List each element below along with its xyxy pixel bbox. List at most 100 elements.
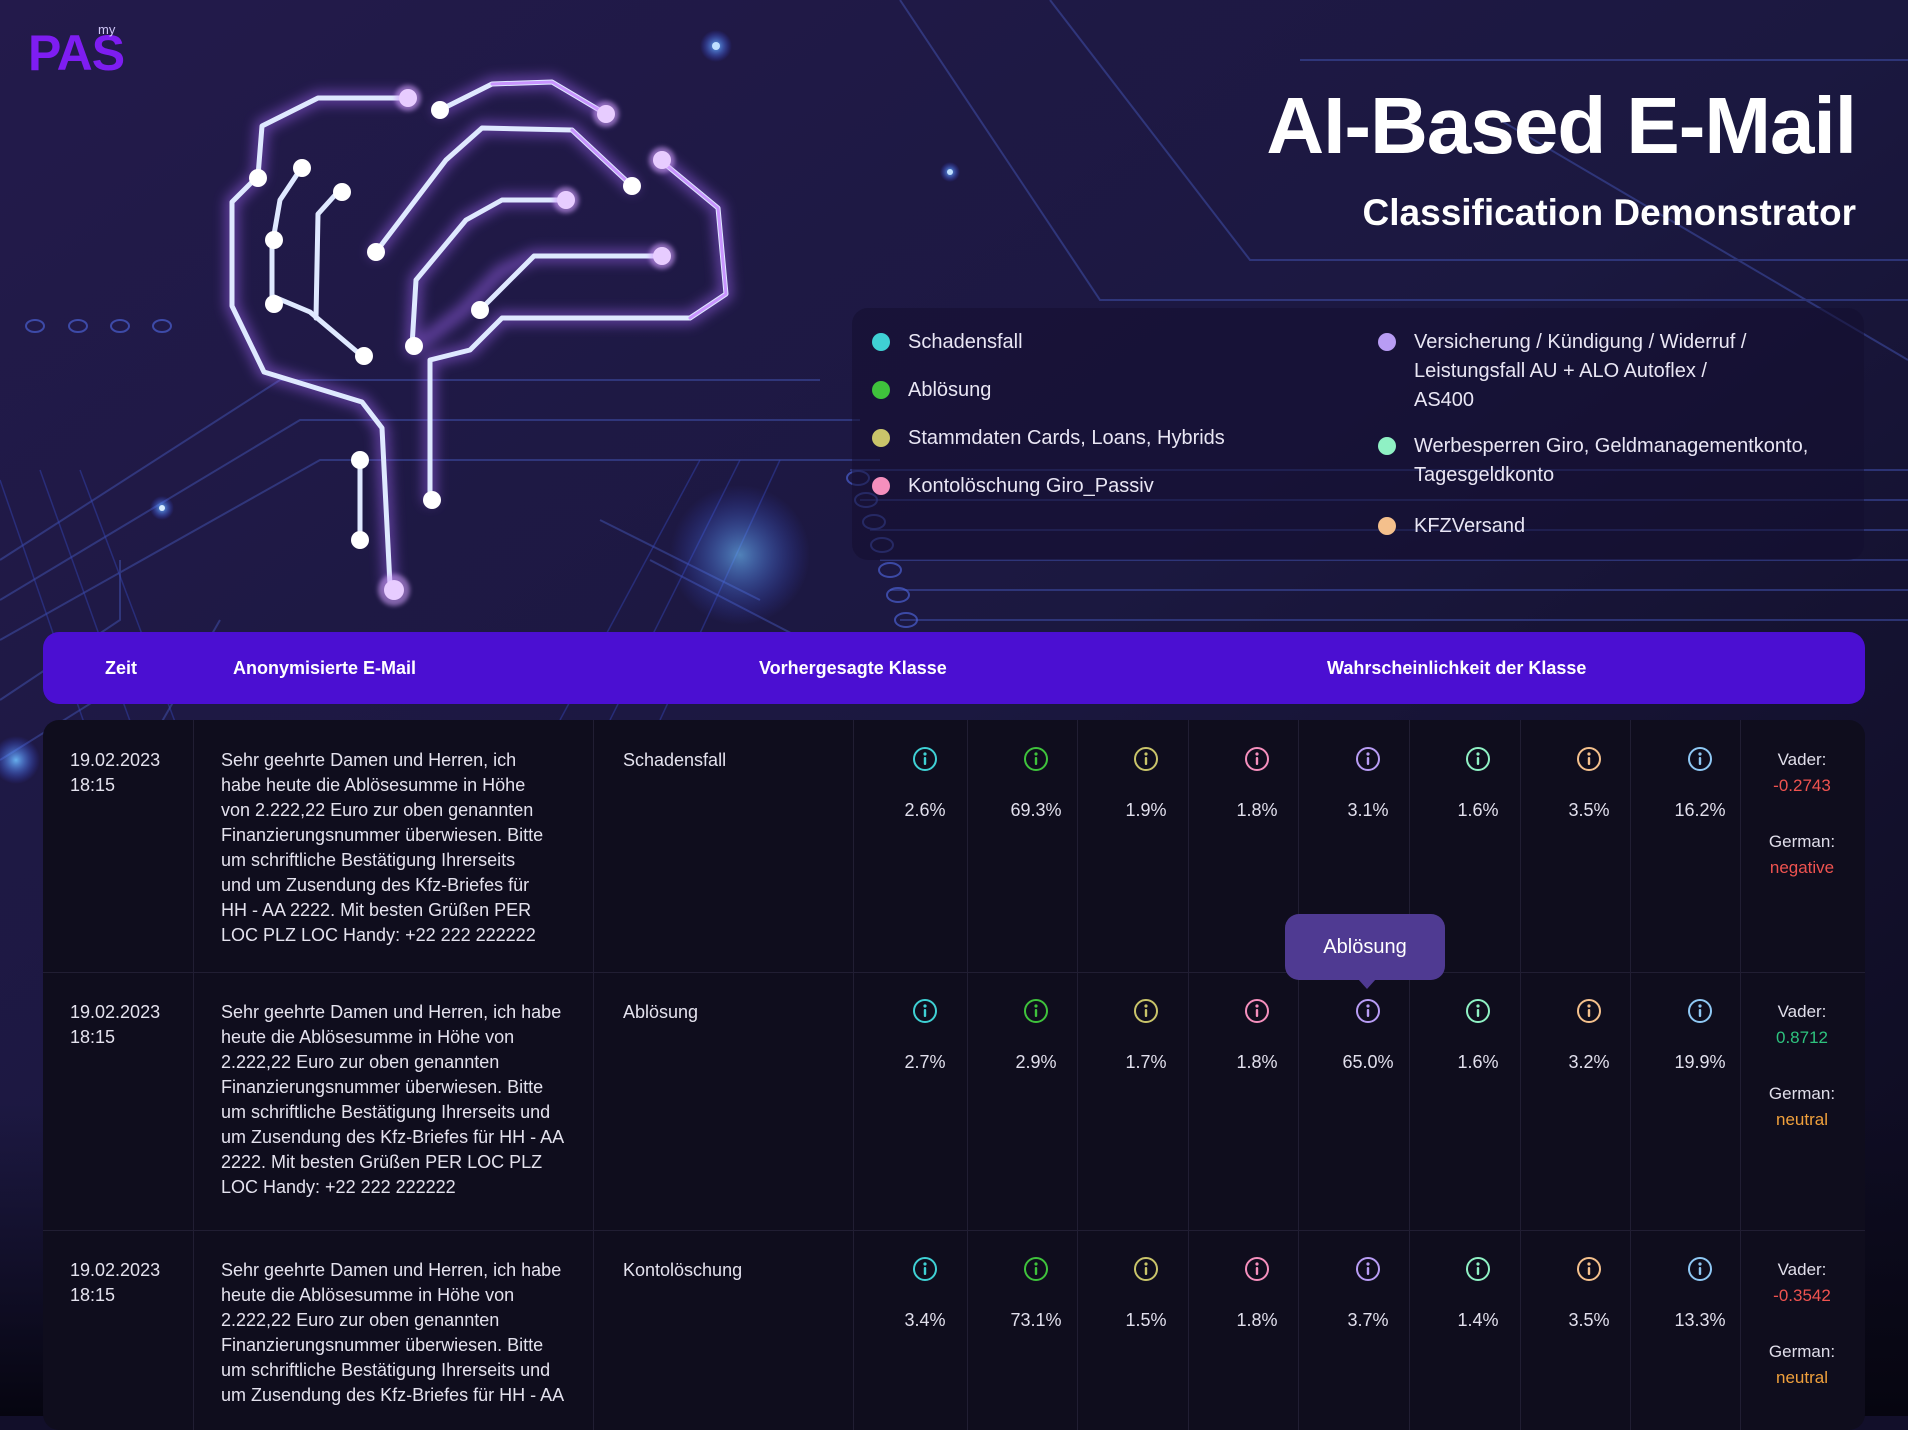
info-icon[interactable] [1133,746,1159,772]
text-line: und um Zusendung des Kfz-Briefes für [221,875,530,895]
info-icon[interactable] [1355,746,1381,772]
info-icon[interactable] [1465,998,1491,1024]
probability-value: 3.2% [1568,1052,1610,1072]
legend-label: Werbesperren Giro, Geldmanagementkonto,T… [1414,432,1808,490]
german-sentiment-value: neutral [1776,1110,1828,1129]
column-divider [593,720,594,1430]
info-icon[interactable] [912,1256,938,1282]
cell-predicted-class: Schadensfall [623,750,727,770]
probability-value: 19.9% [1674,1052,1726,1072]
info-icon[interactable] [1465,746,1491,772]
vader-score: -0.2743 [1773,776,1831,795]
text-line: LOC PLZ LOC Handy: +22 222 222222 [221,925,536,945]
legend-color-dot [872,381,890,399]
legend-item: Ablösung [872,376,991,405]
company-logo: PAS my [28,22,125,82]
probability-value: 3.1% [1347,800,1389,820]
info-icon[interactable] [1355,1256,1381,1282]
info-icon[interactable] [1023,1256,1049,1282]
text-line: 18:15 [70,775,116,795]
text-line: Werbesperren Giro, Geldmanagementkonto, [1414,435,1809,457]
text-line: 19.02.2023 [70,750,161,770]
info-icon[interactable] [1244,998,1270,1024]
info-icon[interactable] [1133,998,1159,1024]
legend-color-dot [872,477,890,495]
legend-item: Stammdaten Cards, Loans, Hybrids [872,424,1225,453]
column-divider [1188,720,1189,1430]
vader-label: Vader: [1777,1260,1827,1279]
probability-value: 73.1% [1010,1310,1062,1330]
german-sentiment-label: German: [1768,832,1836,851]
text-line: um Zusendung des Kfz-Briefes für HH - AA [221,1385,565,1405]
text-line: um Zusendung des Kfz-Briefes für HH - AA [221,1127,565,1147]
info-icon[interactable] [1576,998,1602,1024]
legend-color-dot [1378,437,1396,455]
info-icon[interactable] [1687,746,1713,772]
probability-value: 1.9% [1125,800,1167,820]
legend-color-dot [872,429,890,447]
text-line: Leistungsfall AU + ALO Autoflex / [1414,360,1707,382]
text-line: Versicherung / Kündigung / Widerruf / [1414,331,1747,353]
legend-label: Kontolöschung Giro_Passiv [908,475,1154,497]
class-tooltip: Ablösung [1285,914,1445,980]
text-line: heute die Ablösesumme in Höhe von [221,1027,515,1047]
info-icon[interactable] [1244,746,1270,772]
text-line: 19.02.2023 [70,1260,161,1280]
text-line: Finanzierungsnummer überwiesen. Bitte [221,1077,544,1097]
legend-color-dot [1378,333,1396,351]
text-line: LOC Handy: +22 222 222222 [221,1177,456,1197]
info-icon[interactable] [1465,1256,1491,1282]
info-icon[interactable] [1687,998,1713,1024]
vader-label: Vader: [1777,750,1827,769]
legend-color-dot [872,333,890,351]
legend-item: KFZVersand [1378,512,1525,541]
info-icon[interactable] [1355,998,1381,1024]
column-divider [1409,720,1410,1430]
info-icon[interactable] [912,746,938,772]
column-divider [1298,720,1299,1430]
info-icon[interactable] [1244,1256,1270,1282]
text-line: 19.02.2023 [70,1002,161,1022]
info-icon[interactable] [1576,1256,1602,1282]
text-line: Sehr geehrte Damen und Herren, ich habe [221,1260,562,1280]
column-divider [967,720,968,1430]
text-line: Finanzierungsnummer überwiesen. Bitte [221,825,544,845]
column-header-email: Anonymisierte E-Mail [233,658,417,678]
info-icon[interactable] [1023,746,1049,772]
info-icon[interactable] [912,998,938,1024]
page-subtitle: Classification Demonstrator [1362,192,1856,233]
text-line: um schriftliche Bestätigung Ihrerseits u… [221,1360,551,1380]
column-divider [1630,720,1631,1430]
info-icon[interactable] [1133,1256,1159,1282]
row-separator [43,972,1865,973]
german-sentiment-label: German: [1768,1342,1836,1361]
probability-value: 3.4% [904,1310,946,1330]
info-icon[interactable] [1576,746,1602,772]
cell-email: Sehr geehrte Damen und Herren, ich habe h… [221,1000,573,1200]
probability-value: 1.4% [1457,1310,1499,1330]
cell-predicted-class: Ablösung [623,1002,699,1022]
probability-value: 3.5% [1568,800,1610,820]
cell-time: 19.02.2023 18:15 [70,1258,210,1308]
cell-predicted-class: Kontolöschung [623,1260,743,1280]
probability-value: 13.3% [1674,1310,1726,1330]
german-sentiment-label: German: [1768,1084,1836,1103]
legend-color-dot [1378,517,1396,535]
text-line: HH - AA 2222. Mit besten Grüßen PER [221,900,532,920]
text-line: 18:15 [70,1285,116,1305]
legend-label: Schadensfall [908,331,1023,353]
info-icon[interactable] [1687,1256,1713,1282]
probability-value: 1.6% [1457,1052,1499,1072]
probability-value: 3.7% [1347,1310,1389,1330]
info-icon[interactable] [1023,998,1049,1024]
probability-value: 1.8% [1236,800,1278,820]
text-line: um schriftliche Bestätigung Ihrerseits [221,850,516,870]
text-line: Sehr geehrte Damen und Herren, ich habe [221,1002,562,1022]
logo-superscript: my [98,22,116,37]
